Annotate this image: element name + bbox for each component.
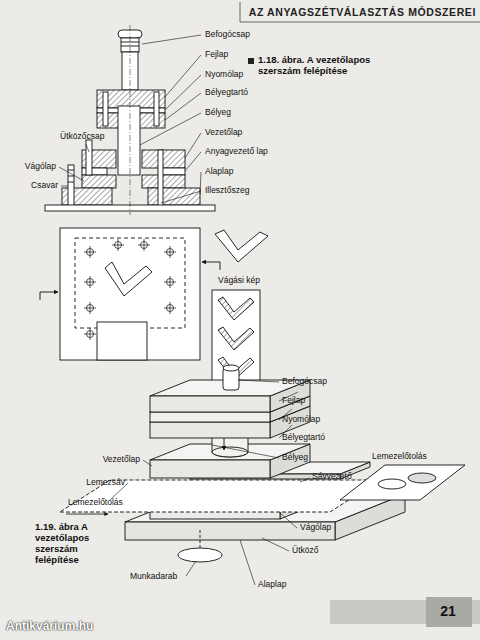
- screw-holes: [84, 239, 176, 340]
- part-label: Bélyeg: [282, 453, 308, 463]
- part-label: Bélyegtartó: [205, 88, 248, 98]
- header-rule: [240, 22, 480, 23]
- part-label: Fejlap: [205, 50, 228, 60]
- part-label: Vágólap: [25, 162, 56, 172]
- part-label: Sávvezető: [312, 472, 352, 482]
- part-label: Munkadarab: [130, 572, 177, 582]
- figure-caption: 1.19. ábra A vezetőlapos szerszám felépí…: [35, 522, 123, 566]
- section-view: [45, 25, 215, 215]
- running-header: AZ ANYAGSZÉTVÁLASZTÁS MÓDSZEREI: [249, 6, 476, 18]
- figure-caption: 1.18. ábra. A vezetőlapos szerszám felép…: [258, 55, 408, 77]
- part-label: Lemezsáv: [86, 478, 125, 488]
- part-label: Vágási kép: [218, 276, 260, 286]
- part-label: Vágólap: [300, 523, 331, 533]
- part-label: Fejlap: [282, 396, 305, 406]
- cutting-layout: [212, 230, 268, 390]
- part-label: Csavar: [31, 181, 58, 191]
- header-rule: [240, 2, 241, 22]
- watermark: Antikvárium.hu: [6, 620, 93, 634]
- part-label: Illesztőszeg: [205, 186, 249, 196]
- part-label: Ütköző: [292, 546, 318, 556]
- part-label: Bélyeg: [205, 108, 231, 118]
- part-label: Anyagvezető lap: [205, 147, 268, 157]
- part-label: Nyomólap: [205, 70, 243, 80]
- leader-lines: [59, 35, 201, 203]
- part-label: Nyomólap: [282, 415, 320, 425]
- page-number-box: [426, 597, 472, 627]
- part-label: Vezetőlap: [205, 128, 242, 138]
- isometric-view: [60, 365, 465, 562]
- part-label: Lemezelőtolás: [372, 452, 427, 462]
- part-label: Ütközőcsap: [60, 132, 104, 142]
- page-number: 21: [440, 603, 456, 619]
- part-label: Lemezelőtolás: [68, 498, 123, 508]
- part-label: Alaplap: [205, 167, 233, 177]
- part-label: Befogócsap: [205, 30, 250, 40]
- leader-lines: [66, 380, 310, 585]
- caption-bullet: [248, 58, 254, 64]
- part-label: Alaplap: [258, 580, 286, 590]
- top-view: [40, 228, 220, 360]
- part-label: Bélyegtartó: [282, 433, 325, 443]
- part-label: Vezetőlap: [103, 455, 140, 465]
- part-label: Befogócsap: [282, 377, 327, 387]
